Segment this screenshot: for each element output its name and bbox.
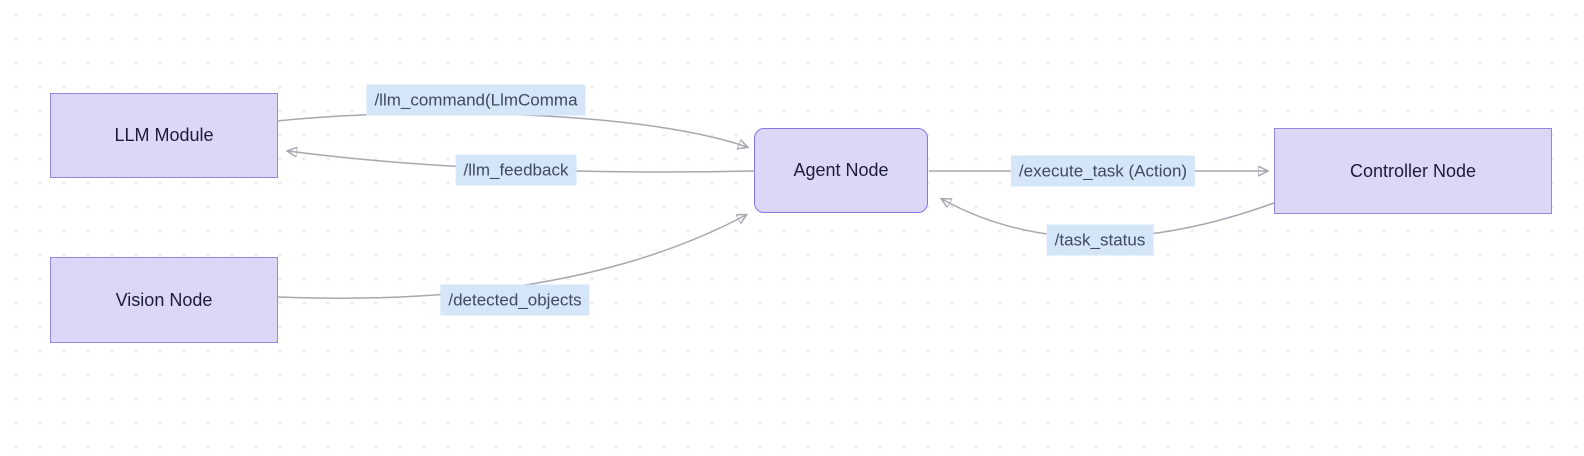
- node-agent-node-label: Agent Node: [793, 160, 889, 180]
- node-controller-node: Controller Node: [1274, 128, 1552, 214]
- edge-detected-objects-arrow: [277, 215, 746, 299]
- edge-label-execute-task: /execute_task (Action): [1010, 155, 1196, 187]
- edge-llm-command-arrow: [276, 112, 747, 147]
- node-controller-node-label: Controller Node: [1349, 160, 1477, 181]
- node-vision-node-label: Vision Node: [115, 289, 213, 310]
- node-agent-node: Agent Node: [754, 128, 928, 213]
- edge-label-task-status: /task_status: [1046, 224, 1154, 256]
- edge-label-llm-command: /llm_command(LlmComma: [366, 84, 586, 116]
- edge-label-detected-objects: /detected_objects: [440, 284, 590, 316]
- node-vision-node: Vision Node: [50, 257, 278, 343]
- node-llm-module: LLM Module: [50, 93, 278, 178]
- edge-label-llm-feedback: /llm_feedback: [455, 154, 577, 186]
- node-llm-module-label: LLM Module: [114, 125, 214, 145]
